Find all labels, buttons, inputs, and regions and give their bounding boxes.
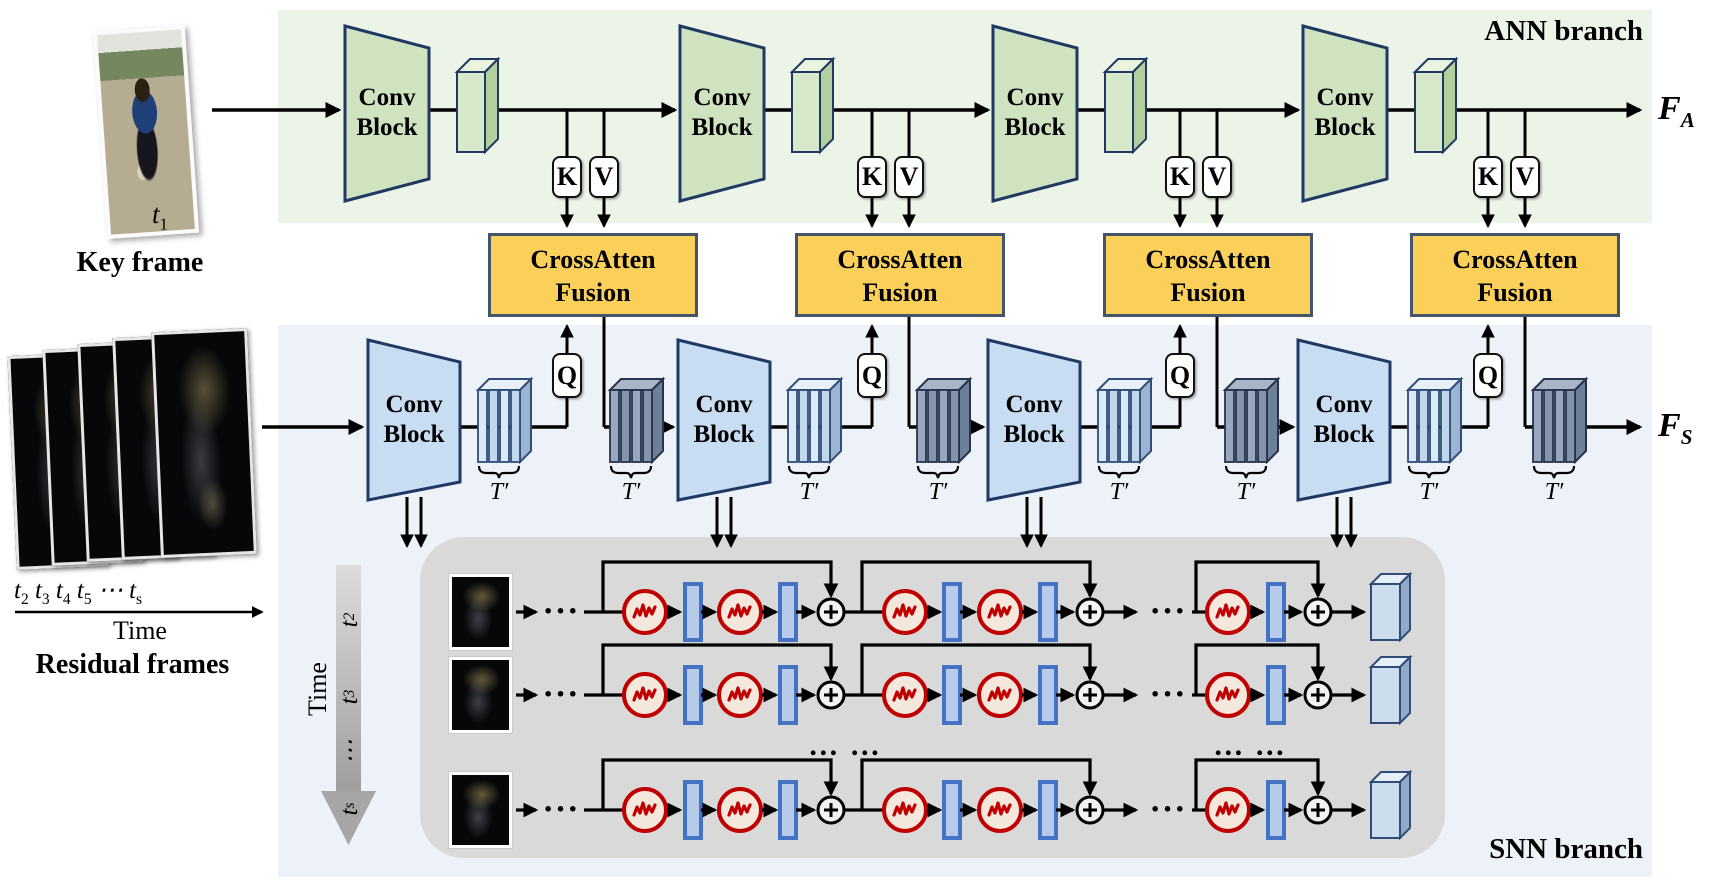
row-ellipsis: ··· xyxy=(1149,593,1187,630)
time-step-ellipsis: ⋯ xyxy=(337,739,364,765)
time-axis-horizontal-label: Time xyxy=(113,616,167,645)
fusion-line2: Fusion xyxy=(862,278,938,307)
query-box: Q xyxy=(1165,353,1195,398)
conv-line2: Block xyxy=(693,421,755,448)
query-box: Q xyxy=(552,353,582,398)
residual-frame-stack xyxy=(7,328,275,580)
t-prime-label: T′ xyxy=(1419,479,1439,505)
conv-line2: Block xyxy=(1314,114,1376,141)
t-prime-label: T′ xyxy=(799,479,819,505)
value-box: V xyxy=(894,156,924,198)
residual-mini-image xyxy=(449,574,512,650)
snn-branch-label: SNN branch xyxy=(1489,833,1643,865)
key-box: K xyxy=(1165,156,1195,198)
key-box: K xyxy=(857,156,887,198)
snn-output-label: FS xyxy=(1658,407,1693,449)
residual-frame-image xyxy=(151,328,257,558)
fusion-line2: Fusion xyxy=(555,278,631,307)
conv-line2: Block xyxy=(1313,421,1375,448)
row-ellipsis: ··· xyxy=(542,593,580,630)
conv-line2: Block xyxy=(1003,421,1065,448)
conv-line2: Block xyxy=(383,421,445,448)
residual-mini-image xyxy=(449,657,512,733)
value-box: V xyxy=(1510,156,1540,198)
t-prime-label: T′ xyxy=(1236,479,1256,505)
conv-line1: Conv xyxy=(358,84,416,111)
conv-line1: Conv xyxy=(385,391,443,418)
residual-time-sequence: t2 t3 t4 t5 ⋯ ts xyxy=(14,577,143,608)
t-prime-label: T′ xyxy=(928,479,948,505)
value-box: V xyxy=(1202,156,1232,198)
fusion-line1: CrossAtten xyxy=(530,245,656,274)
residual-mini-image xyxy=(449,772,512,848)
ann-output-label: FA xyxy=(1658,90,1695,132)
conv-line2: Block xyxy=(1004,114,1066,141)
time-axis-vertical-label: Time xyxy=(303,662,332,716)
rows-ellipsis: … … xyxy=(808,729,882,762)
conv-line2: Block xyxy=(691,114,753,141)
conv-line1: Conv xyxy=(1316,84,1374,111)
fusion-line2: Fusion xyxy=(1477,278,1553,307)
row-ellipsis: ··· xyxy=(542,791,580,828)
conv-line1: Conv xyxy=(1315,391,1373,418)
conv-line1: Conv xyxy=(695,391,753,418)
t-prime-label: T′ xyxy=(621,479,641,505)
key-frame-photo-content xyxy=(97,29,195,235)
key-frame-caption: Key frame xyxy=(76,247,204,278)
row-ellipsis: ··· xyxy=(542,676,580,713)
conv-line1: Conv xyxy=(693,84,751,111)
row-ellipsis: ··· xyxy=(1149,791,1187,828)
rows-ellipsis: … … xyxy=(1213,729,1287,762)
fusion-line1: CrossAtten xyxy=(1452,245,1578,274)
conv-line1: Conv xyxy=(1005,391,1063,418)
query-box: Q xyxy=(857,353,887,398)
key-frame-image xyxy=(92,25,200,239)
t-prime-label: T′ xyxy=(1109,479,1129,505)
t-prime-label: T′ xyxy=(1544,479,1564,505)
query-box: Q xyxy=(1473,353,1503,398)
conv-line1: Conv xyxy=(1006,84,1064,111)
fusion-line1: CrossAtten xyxy=(837,245,963,274)
value-box: V xyxy=(589,156,619,198)
key-box: K xyxy=(1473,156,1503,198)
key-frame-time-label: t1 xyxy=(152,199,168,234)
key-box: K xyxy=(552,156,582,198)
ann-branch-label: ANN branch xyxy=(1484,15,1643,47)
row-ellipsis: ··· xyxy=(1149,676,1187,713)
t-prime-label: T′ xyxy=(489,479,509,505)
conv-line2: Block xyxy=(356,114,418,141)
residual-frames-caption: Residual frames xyxy=(35,649,230,680)
fusion-line2: Fusion xyxy=(1170,278,1246,307)
fusion-line1: CrossAtten xyxy=(1145,245,1271,274)
